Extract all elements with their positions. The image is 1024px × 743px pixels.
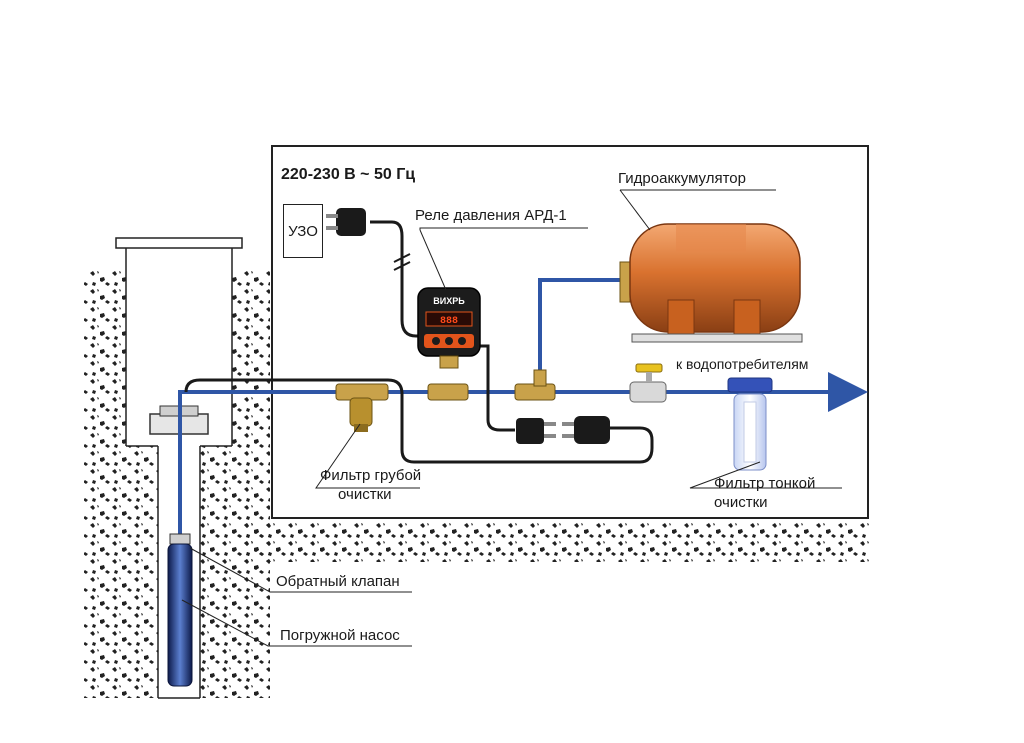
ground (84, 146, 870, 698)
pressure-relay (417, 287, 481, 369)
well-shaft (115, 237, 243, 699)
brass-fittings (427, 369, 556, 401)
coarse-filter (335, 383, 389, 432)
plug-uzo (326, 208, 366, 236)
coarse-filter-label-line1: Фильтр грубой (320, 467, 422, 484)
leader-lines (181, 189, 842, 647)
electric-cables (184, 220, 654, 464)
socket-connector (516, 418, 556, 444)
relay-label: Реле давления АРД-1 (415, 207, 567, 224)
cable-break-mark (393, 253, 411, 271)
fine-filter-label: Фильтр тонкой очистки (714, 474, 815, 512)
relay-display: 888 (440, 316, 458, 327)
house-outline (271, 145, 869, 519)
plug-pump (562, 416, 610, 444)
fine-filter-label-line2: очистки (714, 494, 768, 511)
uzo-label: УЗО (288, 222, 318, 240)
hydro-accumulator (619, 223, 803, 343)
accumulator-label: Гидроаккумулятор (618, 170, 746, 187)
submersible-pump (167, 533, 193, 687)
water-pipes (178, 278, 842, 540)
relay-brand: ВИХРЬ (433, 296, 465, 306)
pump-label: Погружной насос (280, 627, 400, 644)
fine-filter-label-line1: Фильтр тонкой (714, 475, 816, 492)
consumers-label: к водопотребителям (676, 356, 809, 372)
ball-valve (629, 363, 667, 403)
coarse-filter-label-line2: очистки (338, 486, 392, 503)
voltage-label: 220-230 В ~ 50 Гц (281, 166, 416, 183)
uzo-box: УЗО (283, 204, 323, 258)
check-valve-label: Обратный клапан (276, 573, 400, 590)
fine-filter (727, 377, 773, 471)
coarse-filter-label: Фильтр грубой очистки (320, 466, 421, 504)
